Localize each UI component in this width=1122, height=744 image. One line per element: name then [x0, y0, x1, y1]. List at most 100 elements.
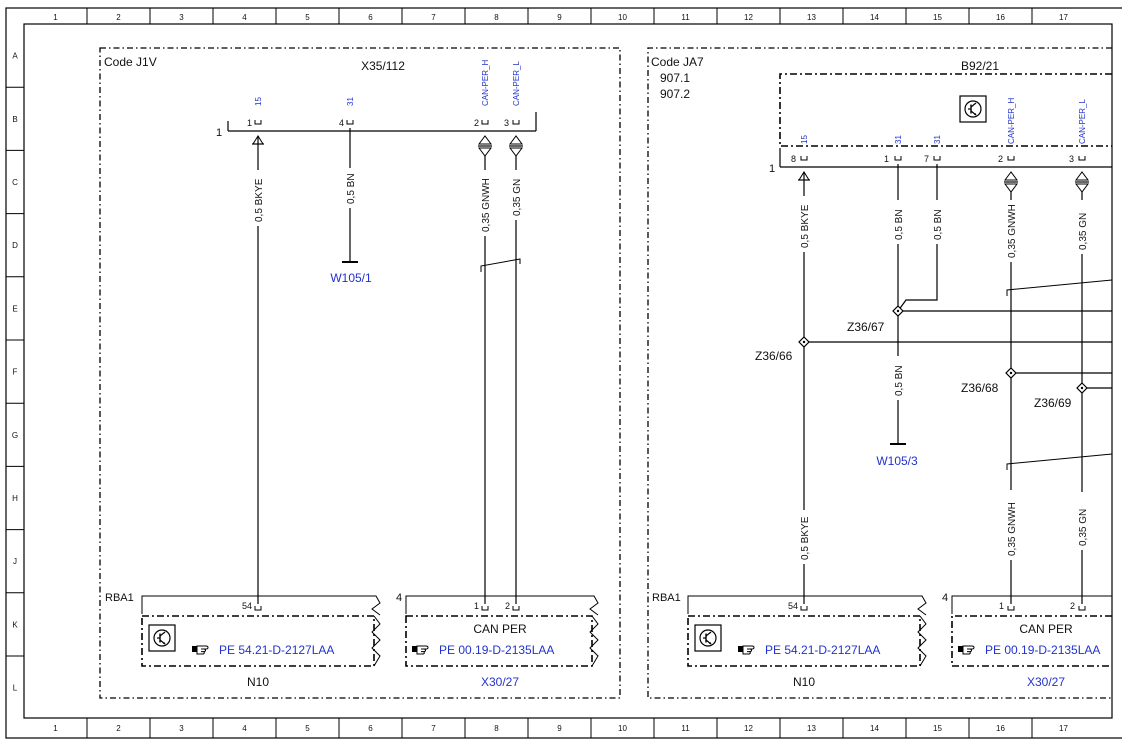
right-module-n10: RBA1 54 PE 54.21-D-2127LAA N10	[652, 592, 927, 689]
right-module-a-name: N10	[793, 675, 815, 689]
svg-text:CAN-PER_H: CAN-PER_H	[1007, 98, 1016, 144]
column-label-bottom: 7	[431, 724, 436, 733]
column-label-top: 6	[368, 13, 373, 22]
right-wire-label-gn-bottom: 0,35 GN	[1078, 509, 1089, 546]
right-wire-label-bn-1: 0,5 BN	[894, 209, 905, 240]
right-wire-label-gnwh-top: 0,35 GNWH	[1007, 204, 1018, 258]
left-connector-row-label: 1	[216, 127, 222, 139]
left-pin-1: 1 15	[247, 97, 263, 128]
left-wire-label-bn: 0,5 BN	[346, 173, 357, 204]
left-bidirectional-arrow-l	[508, 135, 524, 157]
control-unit-symbol-icon	[148, 624, 176, 652]
right-component-name: B92/21	[961, 59, 999, 73]
column-label-top: 5	[305, 13, 310, 22]
column-label-top: 3	[179, 13, 184, 22]
svg-text:CAN-PER_H: CAN-PER_H	[481, 60, 490, 106]
right-variant-1: 907.1	[660, 71, 690, 85]
right-pin-3: 3 CAN-PER_L	[1069, 99, 1087, 164]
column-label-bottom: 3	[179, 724, 184, 733]
svg-text:31: 31	[894, 135, 903, 144]
column-label-bottom: 14	[870, 724, 879, 733]
right-wire-label-gnwh-bottom: 0,35 GNWH	[1007, 502, 1018, 556]
svg-text:54: 54	[242, 601, 252, 611]
right-module-b-ref: PE 00.19-D-2135LAA	[985, 643, 1100, 657]
svg-text:RBA1: RBA1	[652, 592, 681, 604]
left-wire-label-bkye: 0,5 BKYE	[254, 178, 265, 222]
right-wire-label-bkye-top: 0,5 BKYE	[800, 204, 811, 248]
left-connector-name: X35/112	[361, 59, 405, 73]
splice-label-z36-67: Z36/67	[847, 320, 885, 334]
svg-text:1: 1	[247, 118, 252, 128]
pointing-hand-icon	[411, 645, 429, 655]
column-label-bottom: 16	[996, 724, 1005, 733]
splice-label-z36-68: Z36/68	[961, 381, 999, 395]
right-pin-1: 1 31	[884, 135, 903, 164]
right-connector-row-label: 1	[769, 163, 775, 175]
column-label-top: 12	[744, 13, 753, 22]
svg-text:2: 2	[474, 118, 479, 128]
left-module-a-name: N10	[247, 675, 269, 689]
right-code-label: Code JA7	[651, 55, 704, 69]
svg-text:4: 4	[339, 118, 344, 128]
column-label-top: 10	[618, 13, 627, 22]
svg-text:2: 2	[998, 154, 1003, 164]
drawing-frame: 1122334455667788991010111112121313141415…	[5, 7, 1122, 739]
column-label-top: 7	[431, 13, 436, 22]
svg-text:3: 3	[504, 118, 509, 128]
right-variant-2: 907.2	[660, 87, 690, 101]
row-label: L	[13, 684, 18, 693]
right-ground-label: W105/3	[876, 454, 918, 468]
left-module-b-title: CAN PER	[473, 622, 527, 636]
column-label-top: 14	[870, 13, 879, 22]
column-label-top: 16	[996, 13, 1005, 22]
left-module-b-name: X30/27	[481, 675, 519, 689]
splice-z36-67	[892, 305, 904, 317]
right-section: Code JA7 907.1 907.2 B92/21 1 8 15 1 31 …	[647, 47, 1113, 699]
pointing-hand-icon	[957, 645, 975, 655]
left-module-b-ref: PE 00.19-D-2135LAA	[439, 643, 554, 657]
svg-text:RBA1: RBA1	[105, 592, 134, 604]
right-wire-label-bkye-bottom: 0,5 BKYE	[800, 516, 811, 560]
right-bidirectional-arrow-l	[1074, 171, 1090, 193]
svg-text:CAN-PER_L: CAN-PER_L	[512, 61, 521, 106]
left-wire-label-gn: 0,35 GN	[512, 179, 523, 216]
left-module-x30: 4 1 2 CAN PER PE 00.19-D-2135LAA X30/27	[396, 592, 599, 689]
splice-label-z36-69: Z36/69	[1034, 396, 1072, 410]
row-label: A	[12, 52, 18, 61]
row-label: J	[13, 557, 17, 566]
right-module-a-ref: PE 54.21-D-2127LAA	[765, 643, 880, 657]
right-wire-label-bn-2: 0,5 BN	[933, 209, 944, 240]
right-wire-label-bn-lower: 0,5 BN	[894, 365, 905, 396]
row-label: B	[12, 115, 17, 124]
outer-frame	[5, 7, 1122, 739]
svg-text:7: 7	[924, 154, 929, 164]
left-ground-label: W105/1	[330, 271, 372, 285]
svg-text:1: 1	[474, 601, 479, 611]
column-label-bottom: 17	[1059, 724, 1068, 733]
column-label-bottom: 8	[494, 724, 499, 733]
column-label-top: 15	[933, 13, 942, 22]
right-pin-8: 8 15	[791, 135, 809, 164]
svg-text:31: 31	[933, 135, 942, 144]
column-label-top: 2	[116, 13, 121, 22]
column-label-bottom: 4	[242, 724, 247, 733]
svg-text:15: 15	[800, 135, 809, 144]
column-label-bottom: 9	[557, 724, 562, 733]
column-label-top: 11	[681, 13, 690, 22]
svg-text:4: 4	[396, 592, 402, 604]
svg-text:CAN-PER_L: CAN-PER_L	[1078, 99, 1087, 144]
splice-z36-68	[1005, 367, 1017, 379]
left-wire-label-gnwh: 0,35 GNWH	[481, 178, 492, 232]
svg-text:4: 4	[942, 592, 948, 604]
pointing-hand-icon	[737, 645, 755, 655]
right-section-border	[647, 47, 1112, 699]
column-label-bottom: 13	[807, 724, 816, 733]
svg-text:15: 15	[254, 97, 263, 106]
row-label: E	[12, 304, 17, 313]
splice-z36-69	[1076, 382, 1088, 394]
column-label-top: 1	[53, 13, 58, 22]
column-label-bottom: 6	[368, 724, 373, 733]
right-twisted-pair-marker-bottom	[1006, 453, 1113, 470]
row-label: F	[13, 368, 18, 377]
column-label-bottom: 12	[744, 724, 753, 733]
